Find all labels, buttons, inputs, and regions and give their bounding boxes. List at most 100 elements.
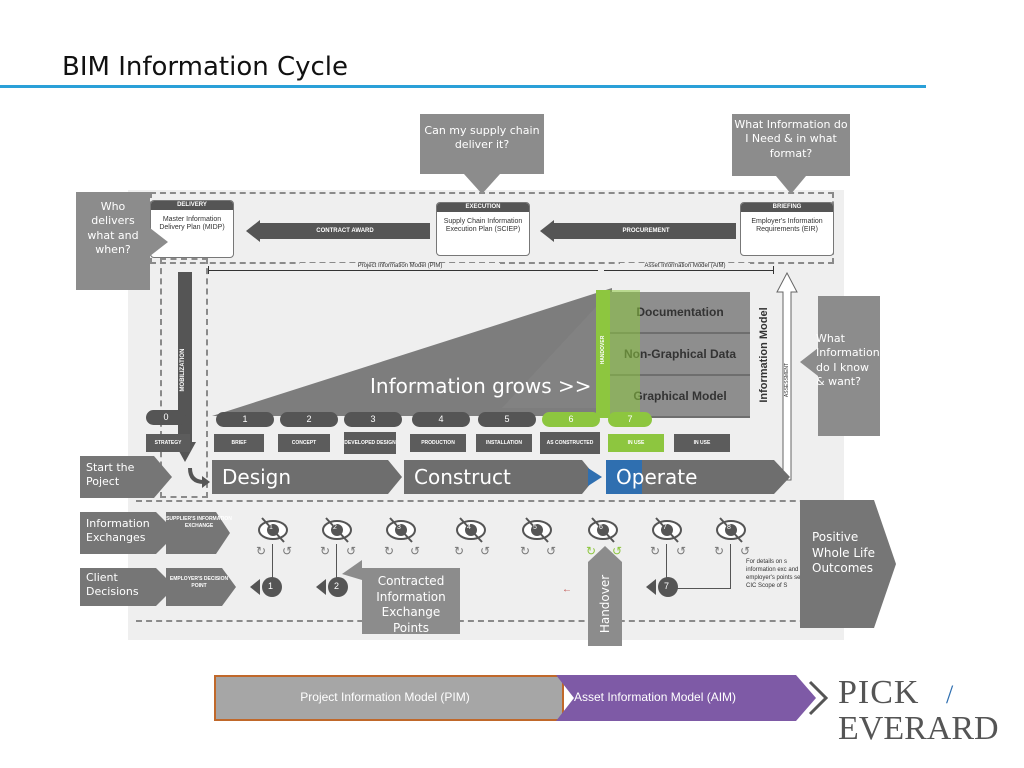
page-title: BIM Information Cycle <box>62 52 349 82</box>
handover-strip <box>596 290 610 418</box>
cycle-icon: ↺ <box>612 544 623 558</box>
eye-number: 5 <box>533 524 537 531</box>
bottom-divider <box>136 620 836 622</box>
supply-callout: Can my supply chain deliver it? <box>424 124 540 152</box>
legend-pim-label: Project Information Model (PIM) <box>300 690 470 704</box>
stage-oval-3: 3 <box>344 412 402 427</box>
cycle-icon: ↻ <box>586 544 597 558</box>
mobilization-label: MOBILIZATION <box>180 348 186 392</box>
exchanges-label-shape <box>80 512 230 554</box>
contracted-callout-shape <box>342 560 460 634</box>
know-callout-shape <box>800 296 880 436</box>
decision-number: 2 <box>334 581 340 591</box>
delivery-head: DELIVERY <box>151 201 233 210</box>
what-info-callout: What Information do I Need & in what for… <box>734 118 848 160</box>
details-note: For details on s information exc and emp… <box>746 559 801 590</box>
decision-link-8 <box>676 588 731 589</box>
eye-number: 4 <box>467 524 471 531</box>
decision-diamond-icon <box>646 577 678 597</box>
execution-body: Supply Chain Information Execution Plan … <box>443 218 523 234</box>
positive-callout-shape <box>800 500 896 628</box>
cycle-icon: ↺ <box>740 544 751 558</box>
design-band-shape <box>212 460 402 494</box>
logo-slash: / <box>946 680 954 709</box>
aim-label: Asset Information Model (AIM) <box>620 263 750 270</box>
stage-in-use-2: IN USE <box>674 434 730 452</box>
cycle-icon: ↻ <box>454 544 465 558</box>
exchange-eye-3: 3 <box>386 516 416 544</box>
stage-production: PRODUCTION <box>410 434 466 452</box>
cycle-arrows-row: ↻↺ ↻↺ ↻↺ ↻↺ ↻↺ ↻↺ ↻↺ ↻↺ <box>252 544 752 558</box>
handover-small-wrap: HANDOVER <box>596 320 610 380</box>
decision-number: 7 <box>664 581 670 591</box>
eye-number: 1 <box>269 524 273 531</box>
stage-in-use-1: IN USE <box>608 434 664 452</box>
procurement-label: PROCUREMENT <box>622 228 670 234</box>
decision-point-7: 7 <box>646 576 686 598</box>
row-label-start: Start the Poject <box>86 461 135 488</box>
exchange-eye-1: 1 <box>258 516 288 544</box>
stage-oval-0: 0 <box>146 410 186 425</box>
legend-aim-shape <box>556 675 816 721</box>
eye-number: 7 <box>663 524 667 531</box>
who-callout: Who delivers what and when? <box>87 200 139 256</box>
decision-point-2: 2 <box>316 576 356 598</box>
eye-icon <box>652 517 682 543</box>
contracted-callout: Contracted Information Exchange Points <box>376 574 446 635</box>
contract-award-label: CONTRACT AWARD <box>316 228 374 234</box>
execution-box: EXECUTION Supply Chain Information Execu… <box>436 202 530 256</box>
stage-brief: BRIEF <box>214 434 264 452</box>
row-label-decisions: Client Decisions <box>86 571 139 598</box>
stage-oval-5: 5 <box>478 412 536 427</box>
stage-concept: CONCEPT <box>278 434 330 452</box>
aim-bracket-right-tick <box>773 266 774 274</box>
construct-band-shape <box>404 460 596 494</box>
eye-icon <box>456 517 486 543</box>
decision-diamond-icon <box>250 577 282 597</box>
red-arrow-icon: ← <box>562 584 572 595</box>
logo-line2: EVERARD <box>838 710 999 747</box>
cycle-icon: ↺ <box>346 544 357 558</box>
logo-chevron-icon <box>808 680 828 716</box>
eye-icon <box>386 517 416 543</box>
information-triangle <box>212 288 612 416</box>
stage-oval-6: 6 <box>542 412 600 427</box>
cycle-icon: ↺ <box>546 544 557 558</box>
cycle-icon: ↻ <box>320 544 331 558</box>
exchange-eye-7: 7 <box>652 516 682 544</box>
exchange-eye-4: 4 <box>456 516 486 544</box>
handover-label: Handover <box>598 574 612 634</box>
stage-as-constructed: AS CONSTRUCTED <box>540 432 600 454</box>
handover-small-label: HANDOVER <box>600 335 606 365</box>
eye-number: 6 <box>599 524 603 531</box>
cycle-icon: ↺ <box>410 544 421 558</box>
title-rule <box>0 85 926 88</box>
pim-bracket <box>208 270 598 271</box>
supply-callout-shape <box>420 114 544 194</box>
information-model-wrap: Information Model <box>756 300 772 410</box>
eye-number: 8 <box>727 524 731 531</box>
handover-overlay <box>610 290 640 418</box>
eye-number: 2 <box>333 524 337 531</box>
curved-arrow-icon <box>188 467 210 488</box>
employer-decision-label: EMPLOYER'S DECISION POINT <box>169 576 229 589</box>
row-label-exchanges: Information Exchanges <box>86 517 150 544</box>
know-want-callout: What Information do I know & want? <box>816 332 880 388</box>
stage-oval-4: 4 <box>412 412 470 427</box>
stage-oval-2: 2 <box>280 412 338 427</box>
operate-band-shape <box>606 460 790 494</box>
cycle-icon: ↺ <box>282 544 293 558</box>
aim-bracket <box>604 270 774 271</box>
decisions-label-shape <box>80 568 236 606</box>
exchange-eye-6: 6 <box>588 516 618 544</box>
information-model-label: Information Model <box>758 307 770 403</box>
decision-number: 1 <box>268 581 274 591</box>
start-label-shape <box>80 456 172 498</box>
legend-aim-label: Asset Information Model (AIM) <box>574 690 737 704</box>
briefing-box: BRIEFING Employer's Information Requirem… <box>740 202 834 256</box>
stage-strategy: STRATEGY <box>146 434 190 452</box>
decision-diamond-icon <box>316 577 348 597</box>
eye-icon <box>522 517 552 543</box>
exchange-eye-2: 2 <box>322 516 352 544</box>
decision-point-1: 1 <box>250 576 290 598</box>
